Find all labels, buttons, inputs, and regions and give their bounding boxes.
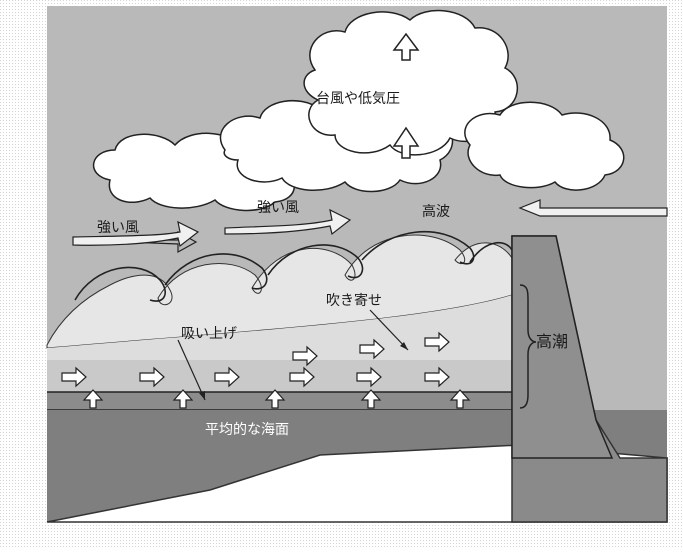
wind-arrow-left-icon xyxy=(72,220,200,248)
up-arrow-icon xyxy=(392,126,420,159)
cloud-label: 台風や低気圧 xyxy=(316,91,400,107)
raised-sea xyxy=(47,295,512,360)
wave-crest-3 xyxy=(267,244,364,279)
suction-label: 吸い上げ xyxy=(181,326,237,342)
surge-bracket xyxy=(519,284,537,409)
wave-crest-4 xyxy=(361,230,475,265)
wave-crest-1 xyxy=(74,266,166,302)
cloud-right xyxy=(464,101,625,191)
up-arrow-icon xyxy=(392,32,420,61)
cloud-group xyxy=(92,9,625,212)
sea-band xyxy=(47,392,512,410)
storm-surge-label: 高潮 xyxy=(536,332,568,351)
seawall-face xyxy=(511,235,614,459)
wind-label-center: 強い風 xyxy=(257,200,299,216)
wind-setup-label: 吹き寄せ xyxy=(326,292,382,309)
wave-surface xyxy=(46,234,513,349)
suction-arrows xyxy=(82,389,471,409)
wave-crest-5 xyxy=(469,241,513,263)
mean-sea-level-label: 平均的な海面 xyxy=(205,422,289,438)
high-waves-label: 高波 xyxy=(422,203,450,220)
sea-current-arrows xyxy=(61,331,450,388)
cloud-top xyxy=(303,9,519,156)
wind-arrow-right-icon xyxy=(518,199,668,217)
wave-crest-2 xyxy=(164,253,268,290)
wind-label-left: 強い風 xyxy=(97,220,139,236)
wind-arrow-center-icon xyxy=(224,208,352,236)
